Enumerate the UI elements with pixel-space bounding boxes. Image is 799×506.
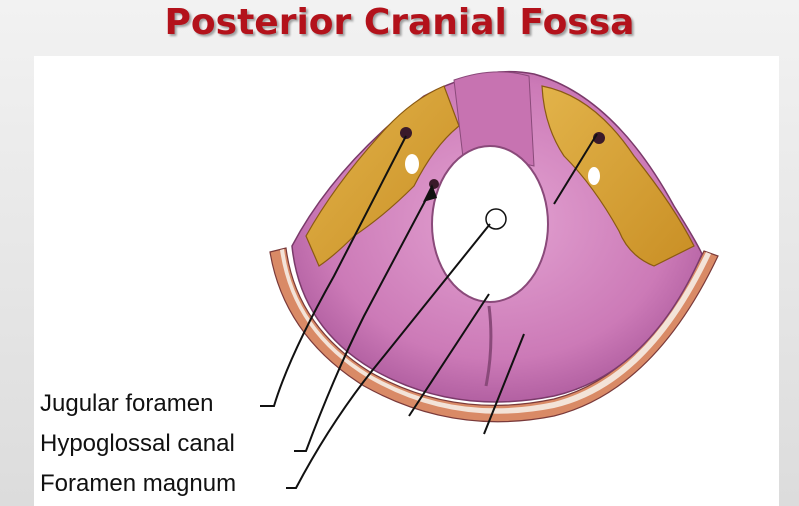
jugular-foramen-left — [400, 127, 412, 139]
occipital-crest — [484, 305, 493, 387]
label-list: Jugular foramen Hypoglossal canal Forame… — [40, 384, 236, 504]
foramen-magnum-marker — [485, 208, 507, 230]
label-foramen-magnum: Foramen magnum — [40, 470, 237, 497]
diagram-panel: Jugular foramen Hypoglossal canal Forame… — [34, 56, 779, 506]
label-hypoglossal-canal: Hypoglossal canal — [40, 430, 235, 457]
leader-magnum — [286, 223, 491, 489]
leader-lines — [260, 133, 598, 489]
leader-fossa — [483, 333, 525, 435]
small-foramen-left — [405, 154, 419, 174]
small-foramen-right — [588, 167, 600, 185]
leader-hypoglossal — [294, 187, 433, 452]
petrous-right — [541, 85, 695, 267]
label-jugular-foramen: Jugular foramen — [40, 390, 214, 417]
arrow-head — [423, 184, 437, 202]
posterior-cranial-fossa-illustration — [260, 70, 719, 489]
leader-crest — [408, 293, 490, 417]
slide-title: Posterior Cranial Fossa — [164, 2, 635, 43]
leader-right-jugular — [553, 133, 598, 205]
leader-jugular — [260, 135, 407, 407]
